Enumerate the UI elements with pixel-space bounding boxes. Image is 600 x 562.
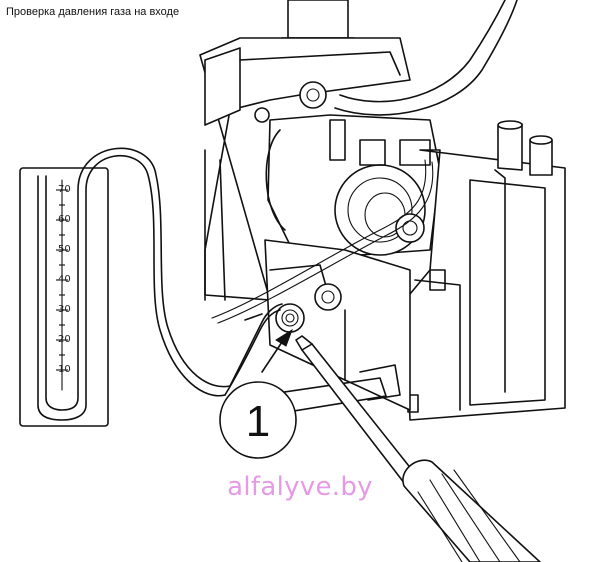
callout-arrow xyxy=(261,328,293,373)
scale-label-70: 70 xyxy=(58,184,71,195)
thermocouple-wire xyxy=(211,159,427,319)
watermark-text: alfalyve.by xyxy=(227,472,373,502)
scale-label-60: 60 xyxy=(58,214,71,225)
figure-caption: Проверка давления газа на входе xyxy=(6,6,180,18)
callout-number: 1 xyxy=(246,397,270,446)
valve-body xyxy=(199,37,411,301)
scale-label-30: 30 xyxy=(58,304,71,315)
scale-label-50: 50 xyxy=(58,244,71,255)
top-cable xyxy=(339,0,506,103)
scale-label-20: 20 xyxy=(58,334,71,345)
u-tube-manometer xyxy=(19,147,231,427)
callout-marker: 1 xyxy=(219,381,297,459)
scale-label-10: 10 xyxy=(58,364,71,375)
manometer-scale: 70 60 50 40 30 20 10 xyxy=(56,184,71,375)
screwdriver xyxy=(295,335,541,562)
ignition-unit xyxy=(404,120,566,421)
coil-housing xyxy=(265,114,441,256)
manometer-hose xyxy=(224,303,283,396)
pressure-test-nipple xyxy=(275,303,305,333)
scale-label-40: 40 xyxy=(58,274,71,285)
